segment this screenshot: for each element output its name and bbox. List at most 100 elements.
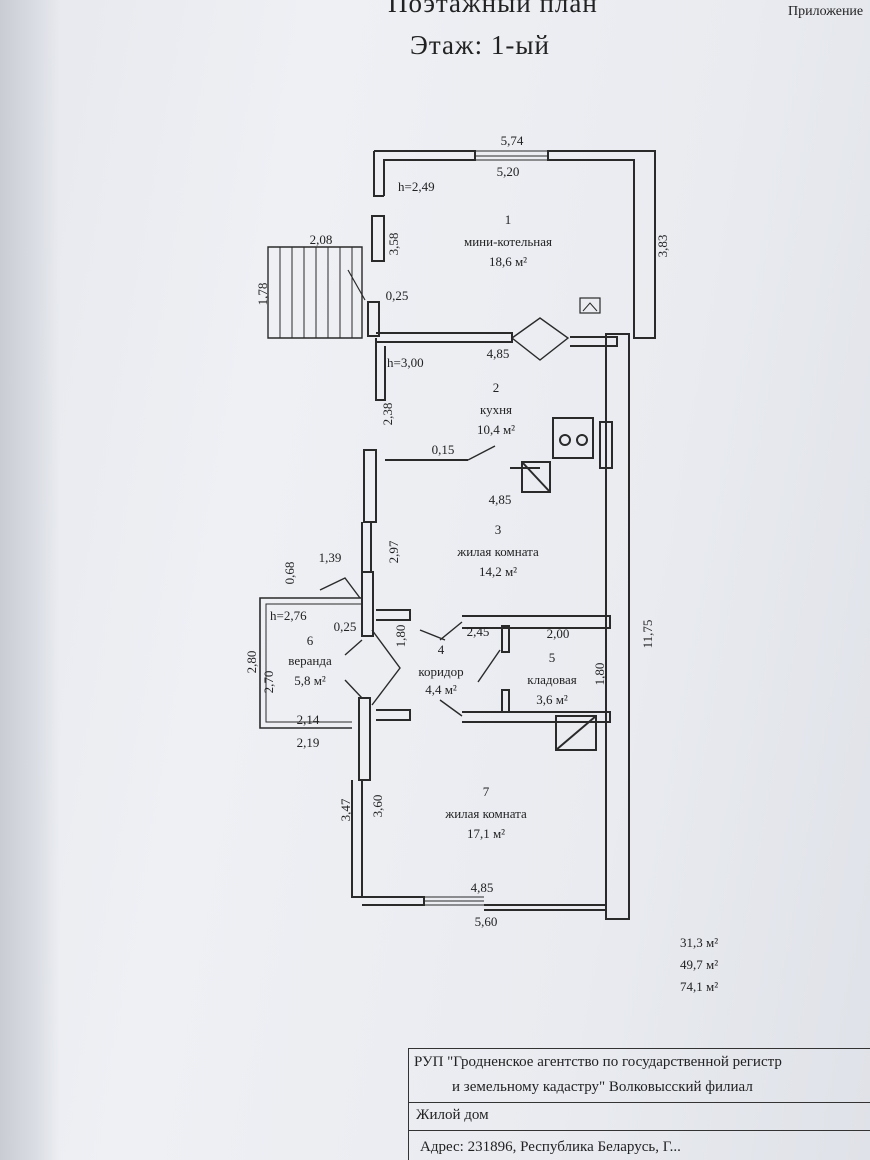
height-veranda: h=2,76 [270, 608, 307, 623]
wall-room2-top-right [570, 336, 618, 347]
total-3: 74,1 м² [680, 979, 718, 994]
room7-area: 17,1 м² [467, 826, 505, 841]
dim-stairs-depth: 1,78 [255, 283, 270, 306]
dim-left-room1: 3,58 [386, 233, 401, 256]
veranda-inner [265, 603, 362, 723]
stairs-door [347, 269, 366, 301]
dim-veranda-w-inner: 2,14 [297, 712, 320, 727]
veranda-walls [259, 597, 362, 729]
page-edge-shadow [0, 0, 60, 1160]
stove-burner-1 [559, 434, 571, 446]
dim-veranda-outer: 2,80 [244, 651, 259, 674]
room4-number: 4 [438, 642, 445, 657]
stove-burner-2 [576, 434, 588, 446]
room1-area: 18,6 м² [489, 254, 527, 269]
room4-name: коридор [418, 664, 463, 679]
room3-area: 14,2 м² [479, 564, 517, 579]
room6-number: 6 [307, 633, 314, 648]
room1-number: 1 [505, 212, 512, 227]
dim-room3-width: 4,85 [489, 492, 512, 507]
wall-storage-left-bottom [501, 689, 510, 713]
dim-porch-depth: 0,68 [282, 562, 297, 585]
stairs [267, 246, 363, 339]
dim-kitchen-depth: 2,38 [380, 403, 395, 426]
dim-stairs-width: 2,08 [310, 232, 333, 247]
room2-area: 10,4 м² [477, 422, 515, 437]
window-bottom [424, 896, 484, 906]
chimney-diagonal [521, 461, 551, 493]
room3-number: 3 [495, 522, 502, 537]
dim-storage-depth: 1,80 [592, 663, 607, 686]
height-room1: h=2,49 [398, 179, 435, 194]
stamp-divider-2 [408, 1130, 870, 1131]
wall-room2-top [376, 332, 513, 343]
room5-number: 5 [549, 650, 556, 665]
stamp-address: Адрес: 231896, Республика Беларусь, Г... [420, 1139, 681, 1155]
chimney [521, 461, 551, 493]
room5-area: 3,6 м² [536, 692, 568, 707]
dim-room7-outer: 3,47 [338, 798, 353, 821]
stamp-divider-1 [408, 1102, 870, 1103]
wall-corridor-bottom [376, 709, 411, 721]
wall-left-seg2 [367, 301, 380, 337]
wall-room1-top-right [547, 150, 656, 339]
wall-corridor-top [376, 609, 411, 621]
room7-name: жилая комната [444, 806, 527, 821]
dim-top-inner: 5,20 [497, 164, 520, 179]
dim-veranda-inner: 2,70 [261, 671, 276, 694]
wall-left-seg1 [371, 215, 385, 262]
dim-room7-inner: 3,60 [370, 795, 385, 818]
wall-left-room7 [351, 780, 363, 898]
total-2: 49,7 м² [680, 957, 718, 972]
floor-label: Этаж: 1-ый [410, 30, 550, 60]
door-corridor-right [439, 621, 463, 717]
stamp-object: Жилой дом [416, 1107, 489, 1123]
dim-house-length: 11,75 [640, 620, 655, 649]
wall-room1-left [373, 151, 384, 197]
wall-storage-left-top [501, 625, 510, 653]
appendix-label: Приложение [788, 4, 864, 19]
wall-storage-top [462, 615, 611, 629]
wall-storage-bottom [462, 711, 611, 723]
window-top [475, 150, 548, 161]
dim-right-room1: 3,83 [655, 235, 670, 258]
stamp-org-line1: РУП "Гродненское агентство по государств… [414, 1054, 782, 1070]
room1-name: мини-котельная [464, 234, 552, 249]
stairs-steps [279, 247, 353, 338]
door-room3-corridor [419, 629, 446, 641]
room2-name: кухня [480, 402, 512, 417]
dim-veranda-w-outer: 2,19 [297, 735, 320, 750]
room3-name: жилая комната [456, 544, 539, 559]
room6-name: веранда [288, 653, 332, 668]
stamp-org-line2: и земельному кадастру" Волковысский фили… [452, 1079, 753, 1095]
wall-left-seg5 [358, 697, 371, 781]
wall-left-seg3 [363, 449, 377, 523]
dim-corridor-width: 2,45 [467, 624, 490, 639]
wall-right-long [605, 333, 630, 920]
dim-corridor-depth: 1,80 [393, 625, 408, 648]
room7-number: 7 [483, 784, 490, 799]
dim-porch-width: 1,39 [319, 550, 342, 565]
door-veranda [344, 639, 363, 699]
height-room2: h=3,00 [387, 355, 424, 370]
room6-area: 5,8 м² [294, 673, 326, 688]
plan-title: Поэтажный план [388, 0, 598, 18]
dim-wall-015: 0,15 [432, 442, 455, 457]
room2-number: 2 [493, 380, 500, 395]
dim-bottom-outer: 5,60 [475, 914, 498, 929]
stove-oven [599, 421, 613, 469]
total-1: 31,3 м² [680, 935, 718, 950]
wall-left-seg4 [361, 571, 374, 637]
storage-chimney [555, 715, 597, 751]
stamp-block [408, 1048, 870, 1160]
wall-left-room3 [361, 522, 372, 573]
door-kitchen [467, 445, 496, 461]
stove [552, 417, 594, 459]
room5-name: кладовая [527, 672, 576, 687]
dim-kitchen-width: 4,85 [487, 346, 510, 361]
door-entry-left [319, 577, 361, 599]
wall-bottom-left [352, 896, 425, 906]
dim-veranda-025: 0,25 [334, 619, 357, 634]
